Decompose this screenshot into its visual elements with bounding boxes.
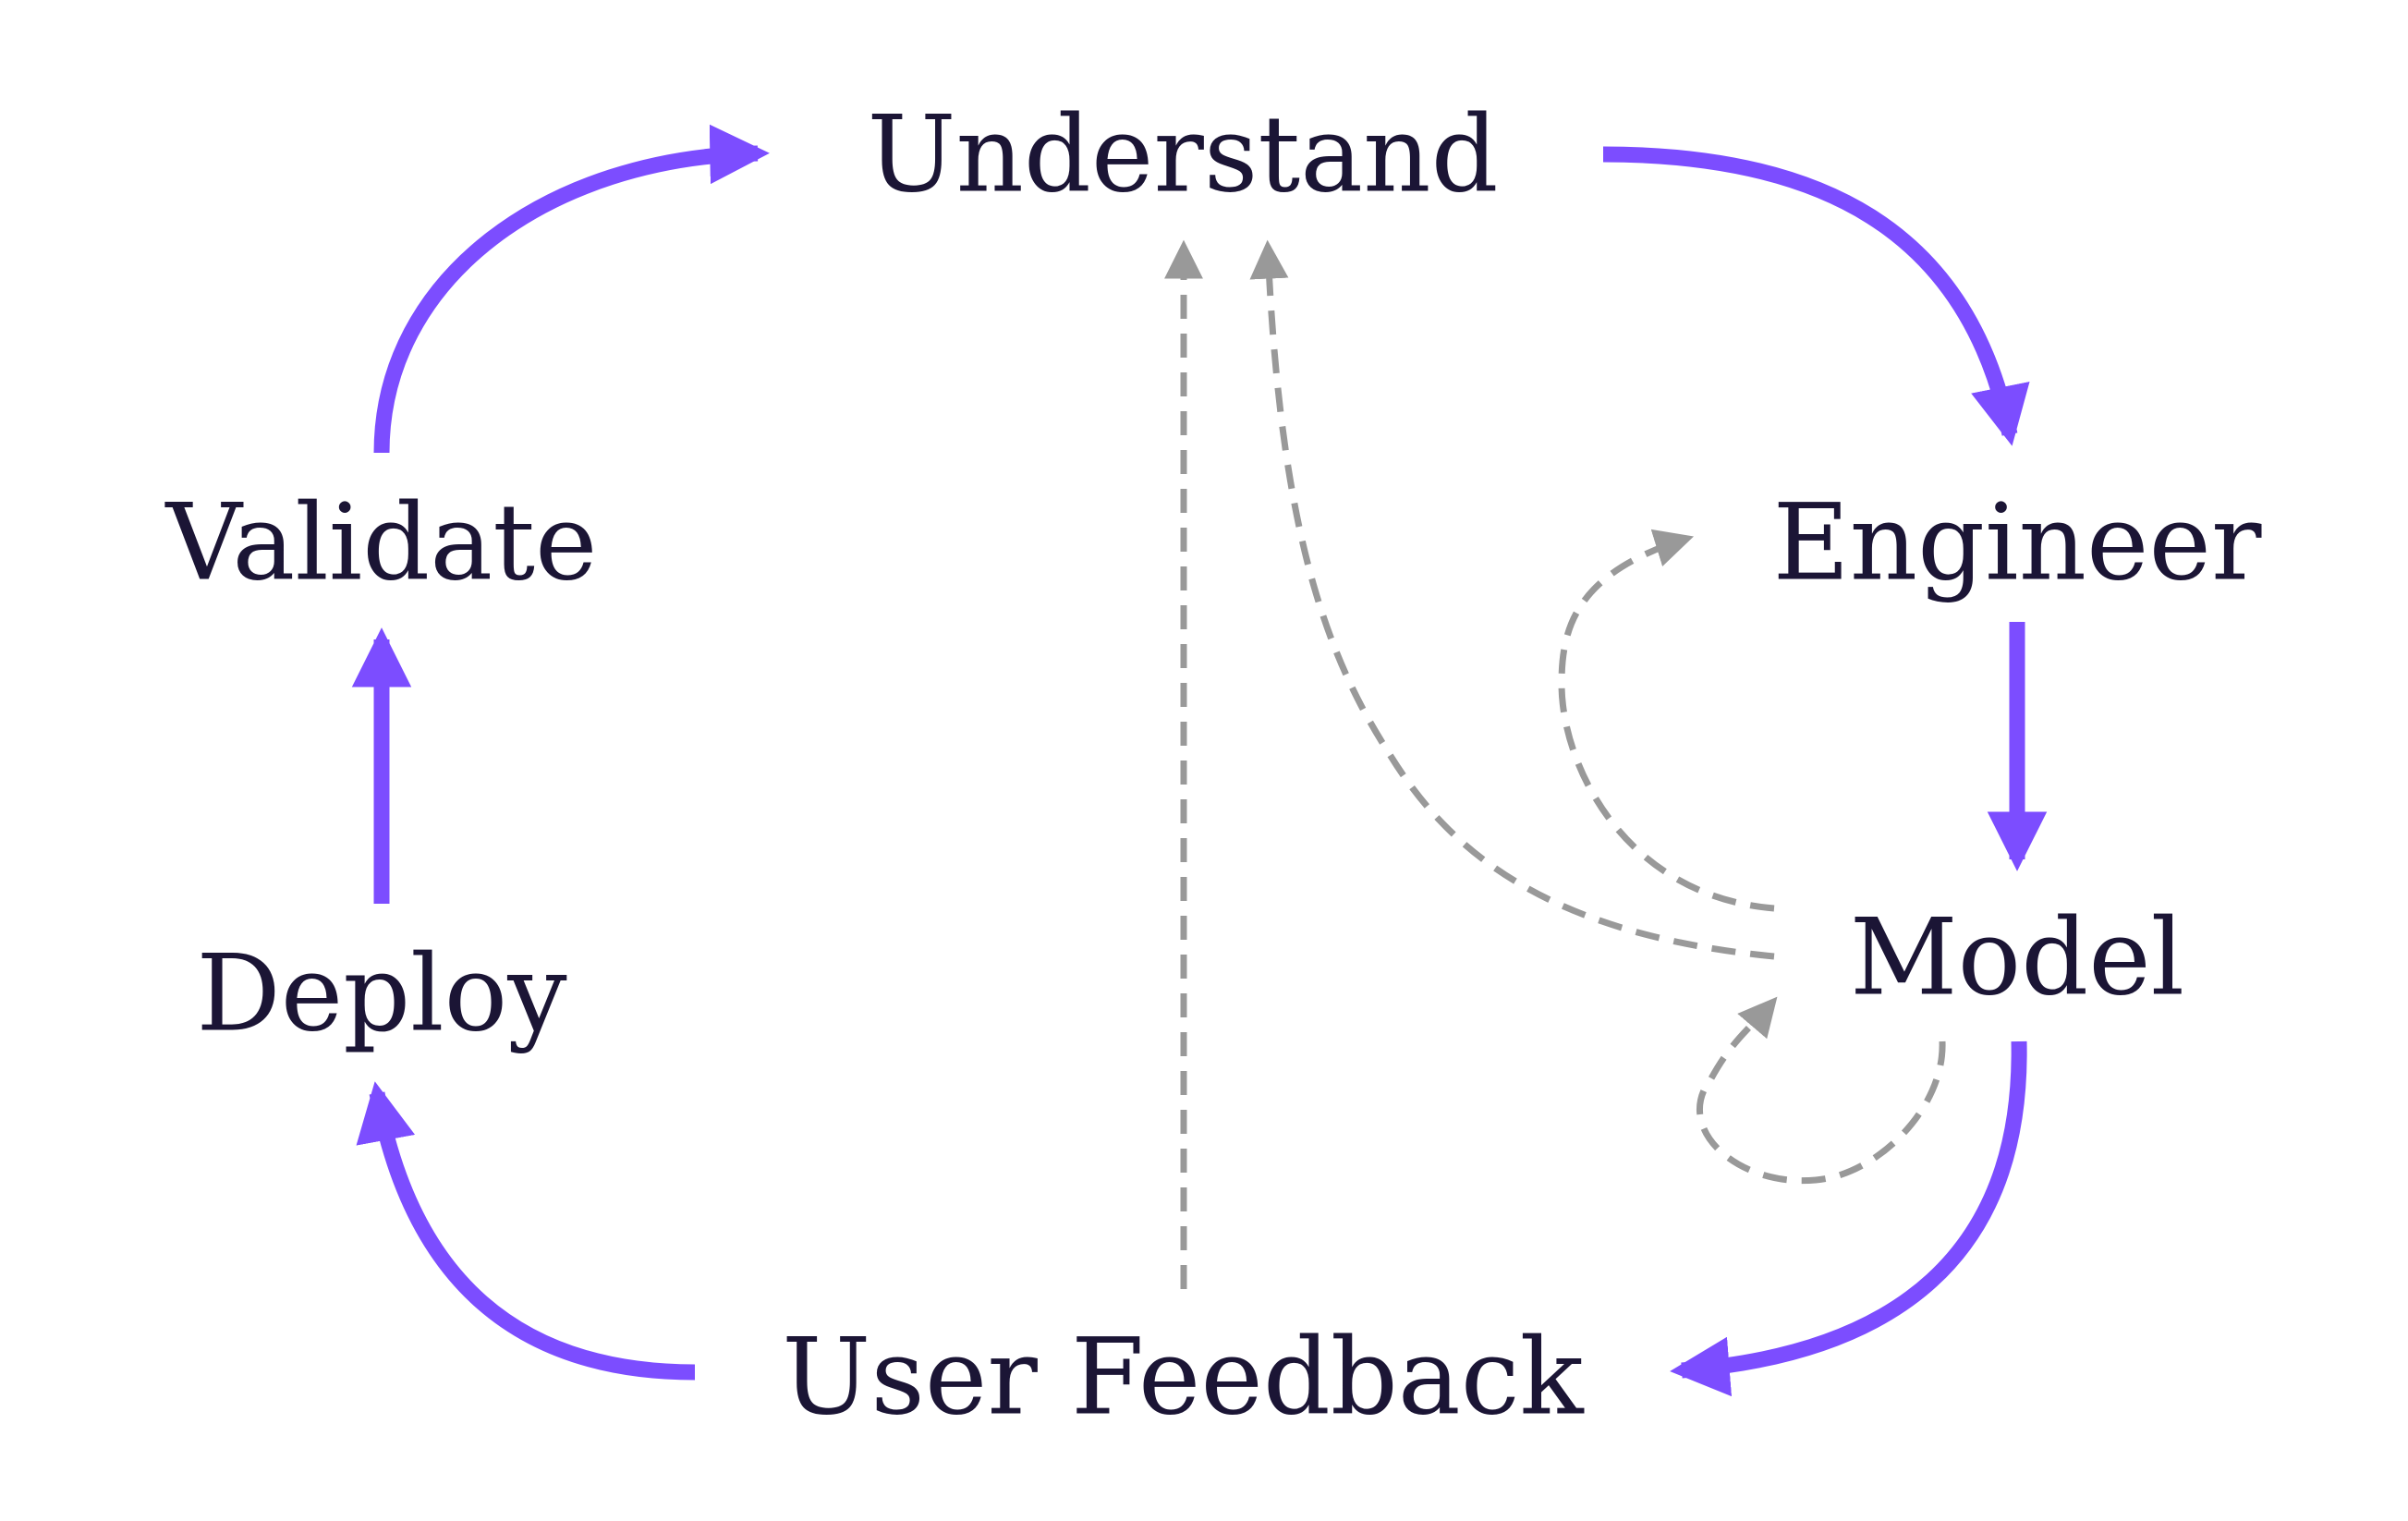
node-validate: Validate	[164, 481, 598, 604]
feedback-edge-model-to-understand	[1249, 239, 1775, 960]
node-model: Model	[1850, 896, 2184, 1019]
feedback-edge-model-to-engineer	[1558, 529, 1775, 912]
feedback-edge-model-self-loop	[1697, 996, 1946, 1185]
edge-user-feedback-to-deploy	[356, 1081, 696, 1381]
node-understand: Understand	[867, 93, 1498, 216]
node-engineer: Engineer	[1773, 481, 2262, 604]
edge-understand-to-engineer	[1602, 146, 2030, 446]
node-deploy: Deploy	[196, 932, 567, 1055]
node-user-feedback: User Feedback	[782, 1316, 1584, 1439]
edge-model-to-user-feedback	[1670, 1040, 2027, 1397]
edge-validate-to-understand	[373, 124, 770, 454]
